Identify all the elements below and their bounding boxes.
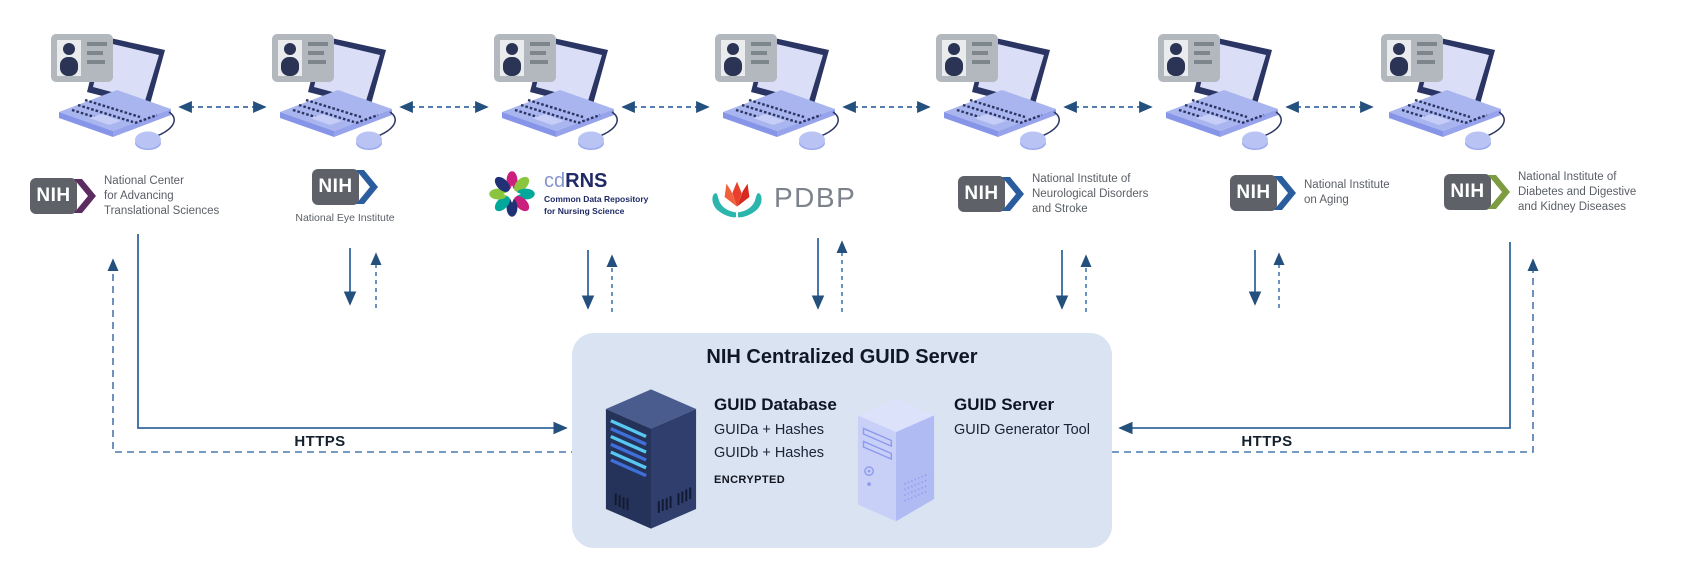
nih-chevron-icon — [1274, 176, 1296, 210]
nih-acronym: NIH — [1236, 182, 1271, 203]
org-name: National Institute of Neurological Disor… — [1032, 173, 1149, 215]
laptop-icon — [709, 28, 843, 154]
logo-pdbp: PDBP — [710, 176, 856, 220]
nih-acronym: NIH — [36, 185, 71, 207]
nih-acronym: NIH — [1450, 181, 1485, 203]
guid-server-info: GUID Server GUID Generator Tool — [954, 395, 1090, 438]
nih-chevron-icon — [1002, 177, 1024, 212]
nih-chevron-icon — [1488, 175, 1510, 210]
pdbp-wordmark: PDBP — [774, 182, 857, 213]
nih-badge: NIH — [30, 178, 77, 215]
panel-title: NIH Centralized GUID Server — [706, 346, 978, 368]
laptop-icon — [45, 28, 179, 154]
nih-badge: NIH — [1444, 174, 1491, 211]
https-request-left — [137, 234, 568, 435]
laptop-icon — [1375, 28, 1509, 154]
encrypted-label: ENCRYPTED — [714, 474, 786, 486]
logo-nei: NIH National Eye Institute — [270, 168, 420, 224]
logo-cdrns: cdRNS Common Data Repository for Nursing… — [488, 170, 648, 218]
laptop-icon — [488, 28, 622, 154]
https-label-left: HTTPS — [294, 433, 346, 450]
nih-acronym: NIH — [964, 183, 999, 205]
org-name: National Institute of Diabetes and Diges… — [1518, 171, 1637, 213]
guid-server-icon — [854, 395, 938, 525]
laptop-icon — [1152, 28, 1286, 154]
database-server-icon — [602, 383, 700, 535]
nih-chevron-icon — [74, 179, 96, 214]
guid-database-heading: GUID Database — [714, 395, 837, 414]
cdrns-wordmark: cdRNS — [544, 170, 608, 193]
logo-niddk: NIH National Institute of Diabetes and D… — [1444, 170, 1636, 215]
laptop-icon — [266, 28, 400, 154]
nih-chevron-icon — [356, 170, 378, 204]
nih-badge: NIH — [958, 176, 1005, 213]
cdrns-flower-icon — [488, 170, 536, 218]
org-name: Common Data Repository for Nursing Scien… — [544, 194, 649, 216]
pdbp-hands-icon — [710, 176, 764, 220]
org-name: National Institute on Aging — [1304, 179, 1390, 206]
guid-server-panel: NIH Centralized GUID Server GUID Databas… — [572, 333, 1112, 548]
org-name: National Eye Institute — [295, 212, 395, 224]
https-request-right — [1118, 242, 1511, 435]
logo-ncats: NIH National Center for Advancing Transl… — [30, 174, 219, 219]
laptop-icon — [930, 28, 1064, 154]
nih-acronym: NIH — [318, 176, 353, 197]
nih-badge: NIH — [312, 169, 359, 205]
https-response-right — [1112, 258, 1539, 453]
logo-nia: NIH National Institute on Aging — [1230, 174, 1390, 212]
logo-ninds: NIH National Institute of Neurological D… — [958, 172, 1148, 217]
nih-badge: NIH — [1230, 175, 1277, 211]
https-response-left — [107, 258, 578, 453]
guid-server-heading: GUID Server — [954, 395, 1055, 414]
guid-database-info: GUID Database GUIDa + Hashes GUIDb + Has… — [714, 395, 837, 486]
org-name: National Center for Advancing Translatio… — [104, 175, 220, 217]
https-label-right: HTTPS — [1241, 433, 1293, 450]
